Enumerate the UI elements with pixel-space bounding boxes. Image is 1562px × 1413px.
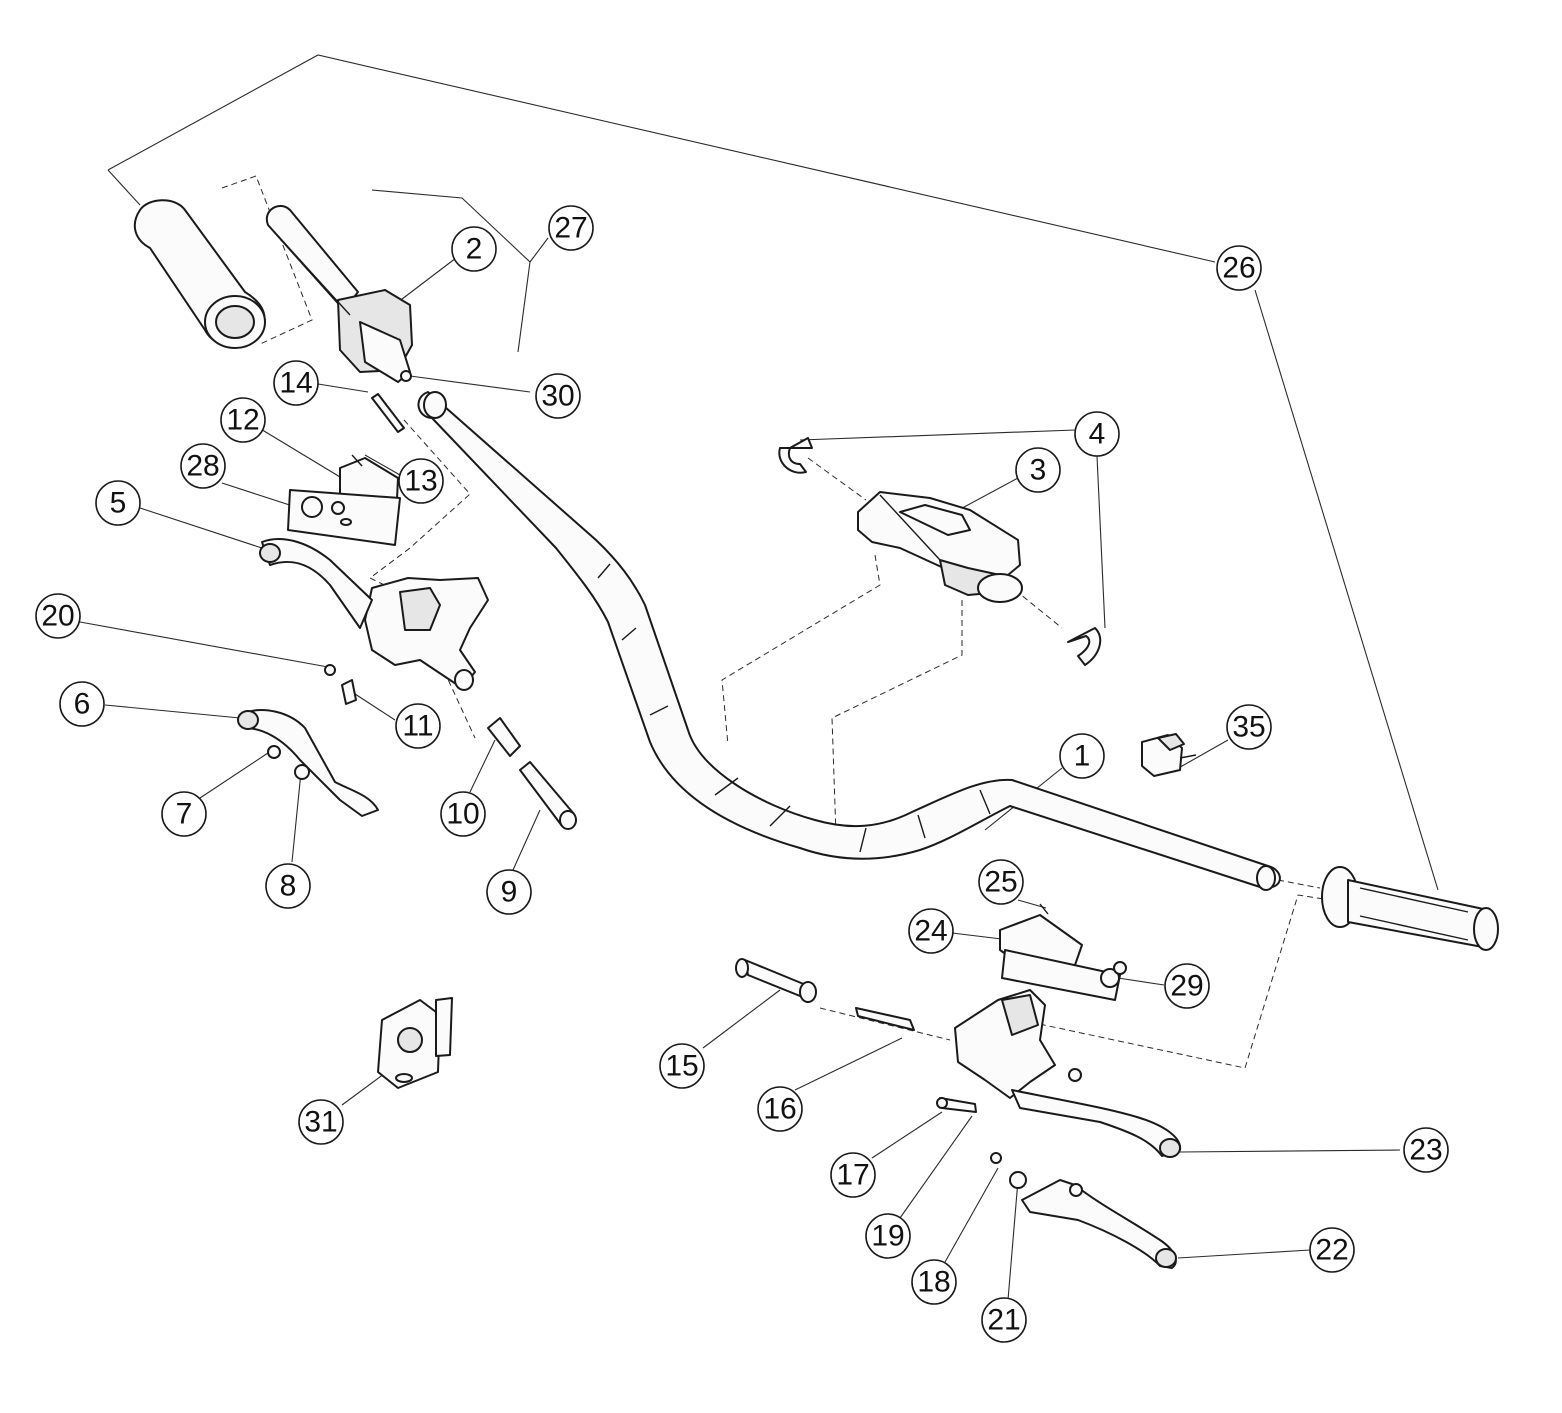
svg-text:11: 11 [402,710,433,743]
callout-35: 35 [1226,704,1272,750]
callout-28: 28 [180,443,226,489]
svg-text:3: 3 [1030,454,1047,487]
svg-text:24: 24 [914,915,947,948]
callout-30: 30 [535,373,581,419]
svg-text:30: 30 [541,380,574,413]
callout-15: 15 [659,1043,705,1089]
callout-2: 2 [451,226,497,272]
callout-23: 23 [1403,1127,1449,1173]
svg-text:28: 28 [186,450,219,483]
svg-text:14: 14 [279,367,312,400]
callout-29: 29 [1164,963,1210,1009]
switch-housing [377,997,453,1089]
callout-5: 5 [95,480,141,526]
callout-7: 7 [161,791,207,837]
cable-tie-lower [1067,627,1102,666]
svg-text:6: 6 [74,688,91,721]
svg-text:19: 19 [871,1220,904,1253]
callout-10: 10 [440,791,486,837]
callout-8: 8 [265,863,311,909]
handlebar-pad [857,491,1023,603]
left-master-cylinder [259,538,489,691]
right-master-cylinder [954,903,1182,1158]
svg-text:8: 8 [280,870,297,903]
callout-19: 19 [865,1213,911,1259]
callout-13: 13 [398,458,444,504]
svg-text:20: 20 [41,600,74,633]
callout-16: 16 [757,1086,803,1132]
svg-text:29: 29 [1170,970,1203,1003]
callout-12: 12 [220,397,266,443]
callout-1: 1 [1059,733,1105,779]
svg-text:7: 7 [176,798,193,831]
svg-text:31: 31 [304,1106,337,1139]
svg-text:25: 25 [984,866,1017,899]
callout-9: 9 [486,869,532,915]
svg-text:22: 22 [1315,1234,1348,1267]
callout-27: 27 [548,205,594,251]
callout-3: 3 [1015,447,1061,493]
pin [371,393,405,433]
callout-22: 22 [1309,1227,1355,1273]
right-lever-alt [936,1097,1177,1269]
left-small-hardware [324,664,577,830]
callout-31: 31 [298,1099,344,1145]
callout-18: 18 [911,1259,957,1305]
callout-20: 20 [35,593,81,639]
svg-text:15: 15 [665,1050,698,1083]
callout-26: 26 [1216,245,1262,291]
right-grip [1321,866,1499,951]
left-grip-outer [133,199,266,349]
svg-text:12: 12 [226,404,259,437]
callout-25: 25 [978,859,1024,905]
callout-14: 14 [273,360,319,406]
svg-text:9: 9 [501,876,518,909]
svg-text:4: 4 [1089,418,1106,451]
handlebar-tube [417,391,1281,891]
callout-6: 6 [59,681,105,727]
right-small-hardware [735,958,915,1031]
callout-24: 24 [908,908,954,954]
svg-text:13: 13 [404,465,437,498]
callout-11: 11 [395,703,441,749]
callout-17: 17 [830,1152,876,1198]
svg-text:26: 26 [1222,252,1255,285]
left-reservoir-cap [287,454,401,546]
small-switch [1141,733,1197,777]
svg-text:21: 21 [987,1304,1020,1337]
svg-text:16: 16 [763,1093,796,1126]
svg-text:17: 17 [836,1159,869,1192]
svg-text:10: 10 [446,798,479,831]
svg-text:23: 23 [1409,1134,1442,1167]
svg-text:18: 18 [917,1266,950,1299]
callout-21: 21 [981,1297,1027,1343]
svg-text:1: 1 [1074,740,1091,773]
throttle-grip [265,205,413,383]
svg-text:35: 35 [1232,711,1265,744]
svg-text:27: 27 [554,212,587,245]
svg-text:5: 5 [110,487,127,520]
callout-4: 4 [1074,411,1120,457]
left-lever-alt [237,709,379,817]
svg-text:2: 2 [466,233,483,266]
callouts: 1 2 3 4 5 6 7 8 9 10 11 12 13 14 15 16 1… [35,205,1449,1343]
cable-tie-upper [778,437,813,474]
